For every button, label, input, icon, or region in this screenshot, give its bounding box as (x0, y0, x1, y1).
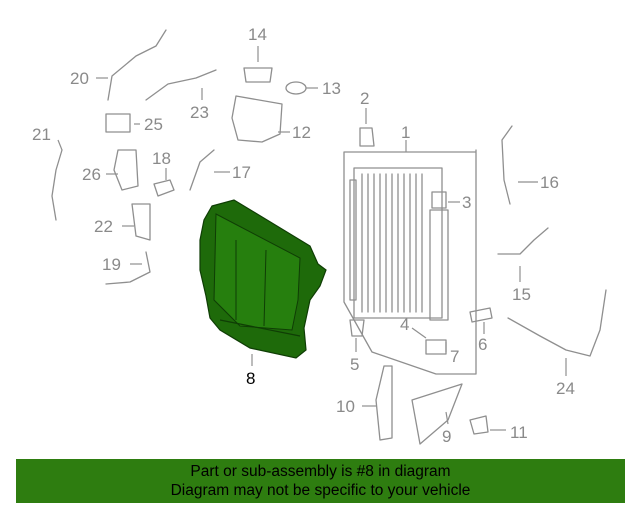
leader-lines (57, 46, 567, 431)
callout-24: 24 (556, 379, 575, 398)
callout-5: 5 (350, 355, 359, 374)
callout-13: 13 (322, 79, 341, 98)
callout-1: 1 (401, 123, 410, 142)
callout-9: 9 (442, 427, 451, 446)
callout-19: 19 (102, 255, 121, 274)
callout-12: 12 (292, 123, 311, 142)
callout-20: 20 (70, 69, 89, 88)
callout-26: 26 (82, 165, 101, 184)
callout-2: 2 (360, 89, 369, 108)
info-banner: Part or sub-assembly is #8 in diagram Di… (16, 459, 625, 503)
callout-6: 6 (478, 335, 487, 354)
other-parts (51, 29, 607, 445)
callout-23: 23 (190, 103, 209, 122)
callout-labels: 20 23 14 13 12 25 2 1 3 21 26 18 17 16 2… (32, 25, 575, 446)
callout-7: 7 (450, 347, 459, 366)
part-8-shroud (199, 199, 327, 359)
callout-8: 8 (246, 369, 255, 388)
callout-21: 21 (32, 125, 51, 144)
callout-11: 11 (510, 423, 528, 442)
callout-17: 17 (232, 163, 251, 182)
callout-22: 22 (94, 217, 113, 236)
callout-3: 3 (462, 193, 471, 212)
parts-diagram: 20 23 14 13 12 25 2 1 3 21 26 18 17 16 2… (32, 25, 607, 446)
callout-4: 4 (400, 315, 409, 334)
callout-10: 10 (336, 397, 355, 416)
banner-line-1: Part or sub-assembly is #8 in diagram (190, 463, 451, 480)
callout-16: 16 (540, 173, 559, 192)
banner-line-2: Diagram may not be specific to your vehi… (170, 482, 471, 499)
callout-14: 14 (248, 25, 267, 44)
callout-18: 18 (152, 149, 171, 168)
callout-25: 25 (144, 115, 163, 134)
callout-15: 15 (512, 285, 531, 304)
radiator-assembly (343, 149, 477, 375)
